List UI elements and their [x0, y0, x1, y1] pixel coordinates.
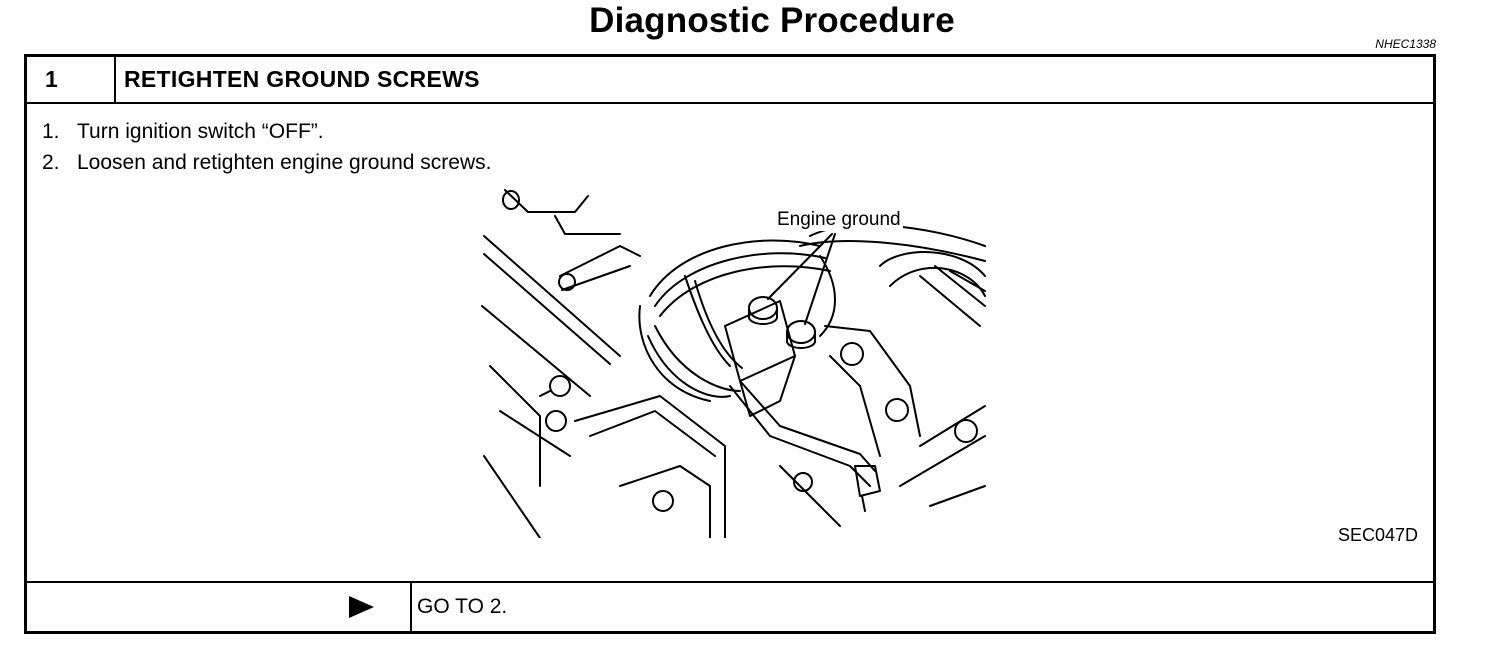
- next-step-action: GO TO 2.: [417, 595, 508, 618]
- result-arrow-cell: [27, 583, 412, 631]
- step-header: 1 RETIGHTEN GROUND SCREWS: [27, 57, 1433, 104]
- instruction-number: 1.: [42, 120, 60, 143]
- document-reference: NHEC1338: [1375, 37, 1436, 51]
- step-number: 1: [27, 57, 116, 102]
- step-result-row: GO TO 2.: [27, 583, 1433, 631]
- step-body: 1. Turn ignition switch “OFF”. 2. Loosen a…: [27, 104, 1433, 583]
- instruction-text: Turn ignition switch “OFF”.: [77, 120, 324, 143]
- instruction-number: 2.: [42, 151, 60, 174]
- page-title: Diagnostic Procedure: [589, 1, 955, 40]
- procedure-table: 1 RETIGHTEN GROUND SCREWS 1. Turn ignitio…: [24, 54, 1436, 634]
- figure-callout-label: Engine ground: [775, 209, 903, 231]
- step-heading: RETIGHTEN GROUND SCREWS: [124, 66, 480, 92]
- engine-ground-illustration: [481, 189, 986, 538]
- instruction-item: 2. Loosen and retighten engine ground scr…: [42, 147, 491, 178]
- figure-code: SEC047D: [1337, 525, 1418, 545]
- instruction-list: 1. Turn ignition switch “OFF”. 2. Loosen a…: [42, 116, 491, 178]
- instruction-item: 1. Turn ignition switch “OFF”.: [42, 116, 491, 147]
- instruction-text: Loosen and retighten engine ground screw…: [77, 151, 492, 174]
- right-triangle-icon: [349, 596, 374, 618]
